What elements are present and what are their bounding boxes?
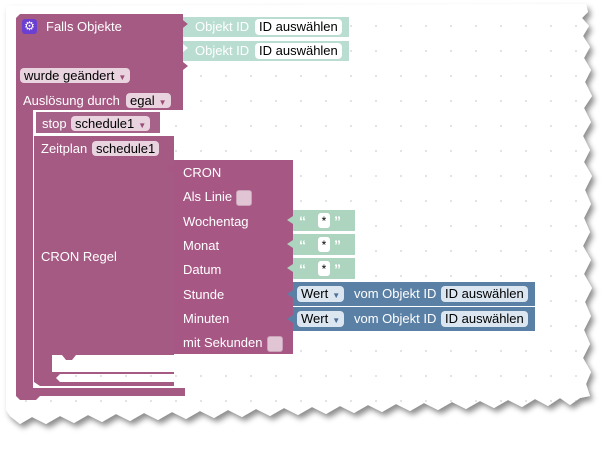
open-quote-icon: “ (299, 213, 306, 229)
stop-label: stop (42, 116, 67, 131)
stop-dropdown[interactable]: schedule1▼ (71, 116, 151, 131)
chevron-down-icon: ▼ (158, 98, 167, 107)
wochentag-label: Wochentag (183, 214, 249, 229)
stunde-wert-value: Wert (301, 286, 329, 301)
chevron-down-icon: ▼ (332, 291, 341, 300)
close-quote-icon: ” (334, 213, 341, 229)
stunde-label: Stunde (183, 287, 225, 302)
object-id-selector-2[interactable]: ID auswählen (255, 43, 342, 59)
open-quote-icon: “ (299, 261, 306, 277)
stop-dropdown-value: schedule1 (75, 116, 135, 131)
condition-dropdown-value: wurde geändert (24, 68, 115, 83)
chevron-down-icon: ▼ (118, 73, 127, 82)
trigger-dropdown[interactable]: egal▼ (126, 93, 171, 108)
stunde-wert-dropdown[interactable]: Wert▼ (297, 286, 345, 302)
cron-title: CRON (183, 165, 222, 180)
trigger-title: Falls Objekte (46, 19, 122, 34)
chevron-down-icon: ▼ (138, 121, 147, 130)
minuten-wert-dropdown[interactable]: Wert▼ (297, 311, 345, 327)
gear-icon[interactable]: ⚙ (22, 19, 37, 34)
datum-label: Datum (183, 262, 222, 277)
close-quote-icon: ” (334, 261, 341, 277)
datum-text-input[interactable]: * (318, 261, 330, 276)
cron-rule-label: CRON Regel (41, 249, 117, 264)
schedule-block[interactable] (34, 136, 178, 386)
chevron-down-icon: ▼ (332, 316, 341, 325)
schedule-label: Zeitplan (41, 141, 88, 156)
wochentag-text-input[interactable]: * (318, 213, 330, 228)
minuten-label: Minuten (183, 311, 230, 326)
trigger-block[interactable] (16, 14, 188, 400)
condition-dropdown[interactable]: wurde geändert▼ (20, 68, 131, 83)
stunde-object-label: vom Objekt ID (354, 286, 437, 301)
mit-sekunden-label: mit Sekunden (183, 335, 263, 350)
schedule-name-field[interactable]: schedule1 (92, 141, 160, 156)
object-id-selector-1[interactable]: ID auswählen (255, 19, 342, 35)
close-quote-icon: ” (334, 237, 341, 253)
schedule-statement-slot (52, 355, 174, 372)
trigger-dropdown-value: egal (130, 93, 155, 108)
open-quote-icon: “ (299, 237, 306, 253)
mit-sekunden-checkbox[interactable] (267, 336, 283, 352)
minuten-object-selector[interactable]: ID auswählen (441, 311, 528, 327)
object-id-label-1: Objekt ID (195, 19, 250, 34)
als-linie-label: Als Linie (183, 189, 233, 204)
monat-text-input[interactable]: * (318, 237, 330, 252)
cron-block[interactable] (168, 160, 293, 354)
minuten-wert-value: Wert (301, 311, 329, 326)
trigger-label: Auslösung durch (23, 93, 120, 108)
stunde-object-selector[interactable]: ID auswählen (441, 286, 528, 302)
als-linie-checkbox[interactable] (236, 190, 252, 206)
object-id-label-2: Objekt ID (195, 43, 250, 58)
minuten-object-label: vom Objekt ID (354, 311, 437, 326)
monat-label: Monat (183, 238, 220, 253)
